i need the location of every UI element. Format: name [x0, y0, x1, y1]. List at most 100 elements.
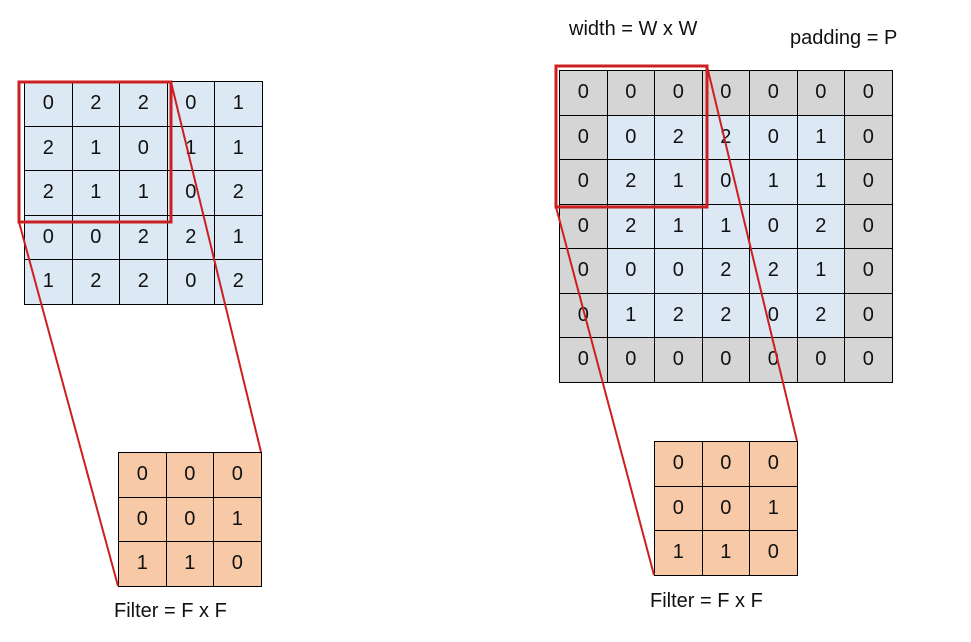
- right-padded-input-cell: 2: [607, 160, 655, 205]
- right-filter-cell: 1: [702, 531, 750, 576]
- left-input-cell: 0: [25, 215, 73, 260]
- left-input-cell: 2: [72, 82, 120, 127]
- right-padded-input-cell: 1: [750, 160, 798, 205]
- right-padded-input-cell: 0: [797, 71, 845, 116]
- right-padded-input-cell: 0: [560, 71, 608, 116]
- right-padded-input-cell: 0: [845, 293, 893, 338]
- left-input-cell: 1: [167, 126, 215, 171]
- right-padded-input-cell: 2: [655, 293, 703, 338]
- left-input-cell: 2: [215, 171, 263, 216]
- right-padded-input-cell: 0: [702, 338, 750, 383]
- left-input-cell: 1: [215, 215, 263, 260]
- right-padded-input-cell: 0: [655, 338, 703, 383]
- left-input-cell: 1: [215, 82, 263, 127]
- right-filter-cell: 0: [655, 442, 703, 487]
- right-padded-input-cell: 0: [607, 115, 655, 160]
- left-filter-cell: 0: [214, 453, 262, 498]
- left-input-cell: 0: [167, 82, 215, 127]
- left-filter-cell: 0: [119, 453, 167, 498]
- right-padded-input-cell: 2: [702, 249, 750, 294]
- left-input-cell: 2: [72, 260, 120, 305]
- left-input-cell: 2: [120, 260, 168, 305]
- left-filter-cell: 1: [119, 542, 167, 587]
- left-input-cell: 1: [120, 171, 168, 216]
- right-padded-input-cell: 0: [845, 249, 893, 294]
- right-padded-input-cell: 0: [797, 338, 845, 383]
- left-input-cell: 2: [25, 126, 73, 171]
- left-filter-cell: 1: [214, 497, 262, 542]
- right-padded-input-cell: 0: [560, 115, 608, 160]
- right-padded-input-cell: 0: [702, 71, 750, 116]
- right-padded-input-cell: 1: [655, 160, 703, 205]
- left-input-cell: 0: [167, 260, 215, 305]
- right-padded-input-cell: 2: [607, 204, 655, 249]
- left-input-cell: 0: [167, 171, 215, 216]
- right-padded-input-cell: 2: [797, 293, 845, 338]
- right-padded-input-cell: 0: [845, 71, 893, 116]
- right-filter-cell: 0: [702, 442, 750, 487]
- right-filter-cell: 0: [750, 442, 798, 487]
- left-input-cell: 0: [72, 215, 120, 260]
- right-padded-input-cell: 0: [655, 71, 703, 116]
- left-input-cell: 1: [72, 171, 120, 216]
- left-input-cell: 2: [120, 82, 168, 127]
- right-padded-input-cell: 0: [702, 160, 750, 205]
- right-padded-input-cell: 1: [797, 249, 845, 294]
- right-padded-input-cell: 0: [845, 204, 893, 249]
- right-filter-cell: 0: [655, 486, 703, 531]
- left-input-cell: 2: [120, 215, 168, 260]
- right-padded-input-cell: 1: [607, 293, 655, 338]
- left-input-cell: 1: [25, 260, 73, 305]
- right-padded-input-cell: 0: [750, 71, 798, 116]
- right-padded-input-cell: 2: [797, 204, 845, 249]
- right-padded-input-cell: 1: [702, 204, 750, 249]
- right-filter-cell: 0: [702, 486, 750, 531]
- left-input-cell: 1: [72, 126, 120, 171]
- right-padded-input-cell: 0: [845, 115, 893, 160]
- right-padded-input-cell: 0: [607, 338, 655, 383]
- padding-label: padding = P: [790, 27, 898, 49]
- left-input-cell: 2: [167, 215, 215, 260]
- right-padded-input-cell: 0: [750, 115, 798, 160]
- right-padded-input-cell: 0: [845, 160, 893, 205]
- right-padded-input-cell: 1: [797, 160, 845, 205]
- left-filter-cell: 0: [166, 453, 214, 498]
- right-padded-input-cell: 0: [560, 204, 608, 249]
- right-padded-input-cell: 2: [750, 249, 798, 294]
- right-filter-label: Filter = F x F: [650, 590, 763, 612]
- right-padded-input-cell: 0: [845, 338, 893, 383]
- right-padded-input-cell: 0: [607, 71, 655, 116]
- right-padded-input-cell: 0: [560, 293, 608, 338]
- left-input-cell: 2: [25, 171, 73, 216]
- right-padded-input-cell: 1: [655, 204, 703, 249]
- right-padded-input-cell: 0: [560, 249, 608, 294]
- width-label: width = W x W: [569, 18, 698, 40]
- left-input-cell: 0: [25, 82, 73, 127]
- right-padded-input-cell: 0: [750, 204, 798, 249]
- right-padded-input-cell: 0: [750, 293, 798, 338]
- left-input-cell: 1: [215, 126, 263, 171]
- right-filter-cell: 0: [750, 531, 798, 576]
- right-padded-input-cell: 1: [797, 115, 845, 160]
- left-filter-cell: 1: [166, 542, 214, 587]
- right-padded-input-cell: 0: [750, 338, 798, 383]
- right-padded-input-cell: 2: [655, 115, 703, 160]
- right-padded-input-cell: 0: [607, 249, 655, 294]
- right-padded-input-cell: 0: [655, 249, 703, 294]
- right-filter-cell: 1: [655, 531, 703, 576]
- right-padded-input-cell: 2: [702, 115, 750, 160]
- right-padded-input-cell: 0: [560, 160, 608, 205]
- right-padded-input-cell: 2: [702, 293, 750, 338]
- left-filter-cell: 0: [214, 542, 262, 587]
- left-input-cell: 0: [120, 126, 168, 171]
- right-filter-cell: 1: [750, 486, 798, 531]
- right-padded-input-cell: 0: [560, 338, 608, 383]
- left-filter-cell: 0: [119, 497, 167, 542]
- left-filter-cell: 0: [166, 497, 214, 542]
- left-input-cell: 2: [215, 260, 263, 305]
- left-filter-label: Filter = F x F: [114, 600, 227, 622]
